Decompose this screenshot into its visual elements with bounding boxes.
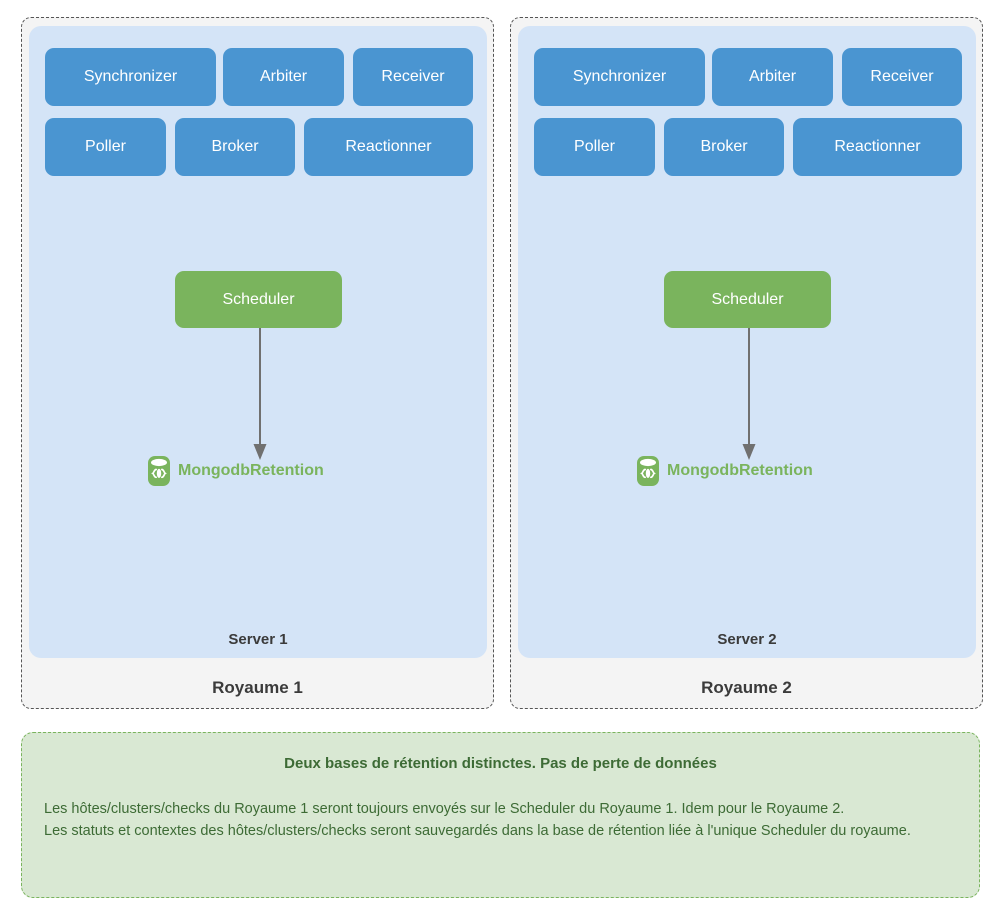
mongodb-database-icon: [148, 456, 170, 486]
daemon-box-arbiter[interactable]: Arbiter: [223, 48, 344, 106]
note-panel: Deux bases de rétention distinctes. Pas …: [21, 732, 980, 898]
server-name-label: Server 2: [717, 631, 777, 648]
database-node-mongodbretention[interactable]: MongodbRetention: [636, 455, 813, 487]
realm-name-label: Royaume 2: [701, 678, 792, 697]
daemon-label: Poller: [574, 138, 615, 155]
server-name-label: Server 1: [228, 631, 288, 648]
server-panel-server-2: Synchronizer Arbiter Receiver Poller Bro…: [518, 26, 976, 658]
note-title: Deux bases de rétention distinctes. Pas …: [284, 755, 717, 772]
database-label: MongodbRetention: [178, 462, 324, 479]
database-node-mongodbretention[interactable]: MongodbRetention: [147, 455, 324, 487]
daemon-label: Arbiter: [748, 68, 797, 85]
daemon-label: Reactionner: [834, 138, 921, 155]
scheduler-label: Scheduler: [711, 290, 784, 308]
daemon-box-broker[interactable]: Broker: [664, 118, 784, 176]
daemon-box-poller[interactable]: Poller: [45, 118, 166, 176]
realm-container-royaume-2: Synchronizer Arbiter Receiver Poller Bro…: [510, 17, 983, 709]
note-body: Les hôtes/clusters/checks du Royaume 1 s…: [44, 801, 911, 840]
mongodb-database-icon: [637, 456, 659, 486]
daemon-box-receiver[interactable]: Receiver: [842, 48, 962, 106]
daemon-label: Broker: [211, 138, 259, 155]
daemon-label: Receiver: [381, 68, 445, 85]
daemon-box-synchronizer[interactable]: Synchronizer: [534, 48, 705, 106]
scheduler-box[interactable]: Scheduler: [175, 271, 342, 328]
scheduler-to-database-arrow: [742, 328, 756, 460]
database-label: MongodbRetention: [667, 462, 813, 479]
daemon-box-receiver[interactable]: Receiver: [353, 48, 473, 106]
scheduler-label: Scheduler: [222, 290, 295, 308]
daemon-label: Receiver: [870, 68, 934, 85]
daemon-label: Arbiter: [259, 68, 308, 85]
daemon-box-broker[interactable]: Broker: [175, 118, 295, 176]
daemon-box-poller[interactable]: Poller: [534, 118, 655, 176]
server-panel-server-1: Synchronizer Arbiter Receiver Poller Bro…: [29, 26, 487, 658]
realm-name-label: Royaume 1: [212, 678, 303, 697]
daemon-box-arbiter[interactable]: Arbiter: [712, 48, 833, 106]
daemon-label: Synchronizer: [572, 68, 667, 85]
scheduler-to-database-arrow: [253, 328, 267, 460]
daemon-box-synchronizer[interactable]: Synchronizer: [45, 48, 216, 106]
daemon-label: Poller: [85, 138, 126, 155]
daemon-label: Synchronizer: [83, 68, 178, 85]
realm-container-royaume-1: Synchronizer Arbiter Receiver Poller Bro…: [21, 17, 494, 709]
scheduler-box[interactable]: Scheduler: [664, 271, 831, 328]
daemon-label: Reactionner: [345, 138, 432, 155]
daemon-box-reactionner[interactable]: Reactionner: [304, 118, 473, 176]
daemon-box-reactionner[interactable]: Reactionner: [793, 118, 962, 176]
daemon-label: Broker: [700, 138, 748, 155]
